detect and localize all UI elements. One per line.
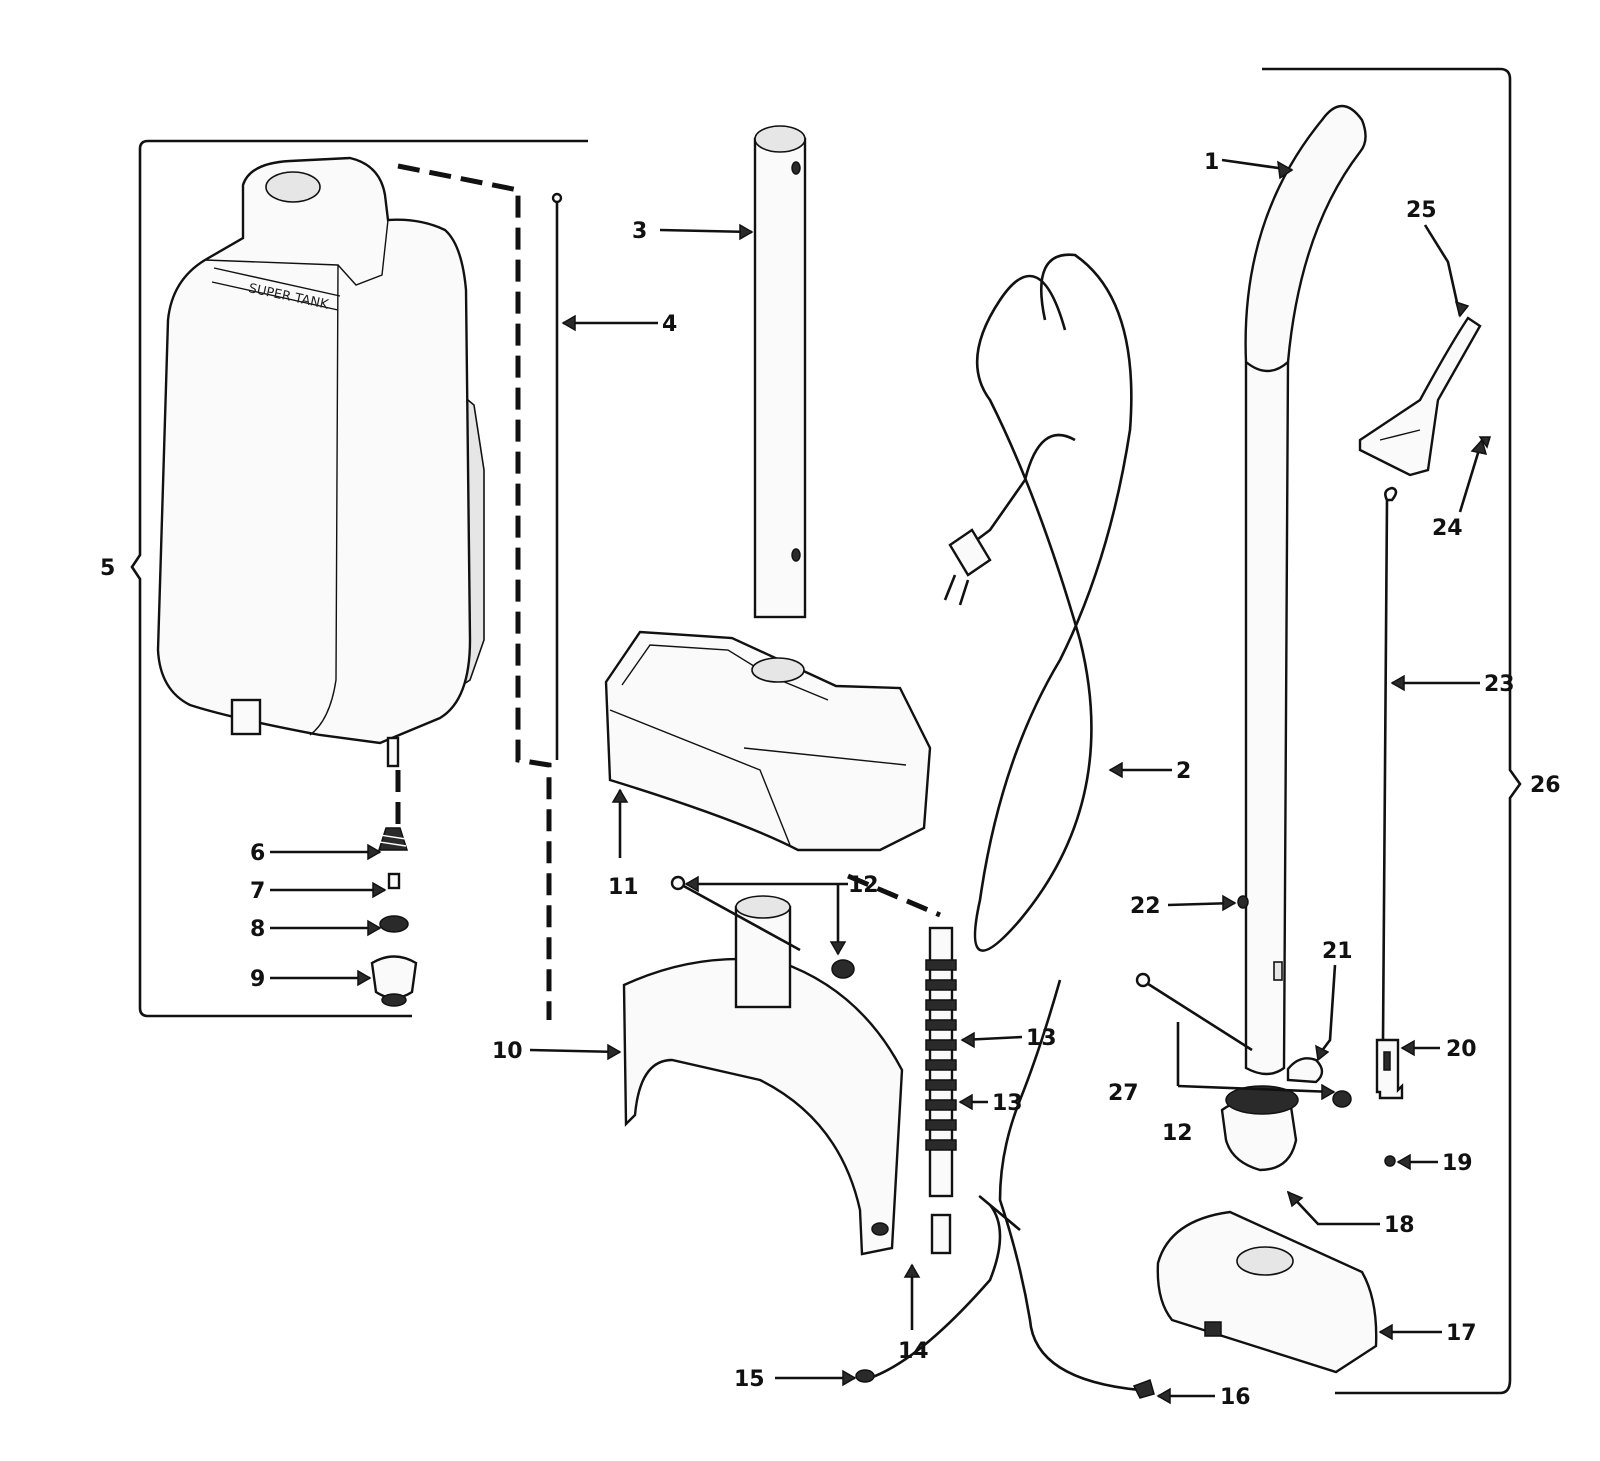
clip-part-21 [1286, 1057, 1324, 1084]
callout-9: 9 [250, 967, 265, 992]
callout-6: 6 [250, 841, 265, 866]
spring-assembly-part-13 [847, 873, 957, 1198]
nut-part-19 [1384, 1155, 1396, 1167]
bracket-group-26 [1262, 67, 1522, 1395]
callout-18: 18 [1384, 1213, 1415, 1238]
callout-4: 4 [662, 312, 677, 337]
pin-part-22 [1237, 895, 1249, 909]
callout-12-right: 12 [1162, 1121, 1193, 1146]
callout-13-upper: 13 [1026, 1026, 1057, 1051]
bolt-part-12-left [670, 875, 855, 979]
callout-11: 11 [608, 875, 639, 900]
callout-16: 16 [1220, 1385, 1251, 1410]
callout-24: 24 [1432, 516, 1463, 541]
callout-15: 15 [734, 1367, 765, 1392]
super-tank-housing: SUPER TANK [156, 156, 485, 768]
latch-bracket-part-20 [1375, 1038, 1404, 1100]
foot-part-17 [1156, 1210, 1378, 1374]
callout-17: 17 [1446, 1321, 1477, 1346]
lower-frame-part-10 [622, 895, 904, 1256]
callout-3: 3 [632, 219, 647, 244]
callout-19: 19 [1442, 1151, 1473, 1176]
callout-1: 1 [1204, 150, 1219, 175]
callout-8: 8 [250, 917, 265, 942]
callout-7: 7 [250, 879, 265, 904]
upper-tube-part-3 [753, 125, 807, 619]
end-cap-part-18 [1220, 1085, 1299, 1172]
callout-13-lower: 13 [992, 1091, 1023, 1116]
tank-valve-stem [386, 736, 400, 768]
valve-washer-part-8 [379, 915, 409, 933]
callout-25: 25 [1406, 198, 1437, 223]
valve-cap-part-9 [370, 955, 418, 1007]
callout-22: 22 [1130, 894, 1161, 919]
handle-bracket-part-11 [604, 630, 932, 852]
leader-arrows [270, 158, 1488, 1405]
valve-spring-part-6 [377, 827, 409, 851]
callout-5: 5 [100, 556, 115, 581]
callout-14: 14 [898, 1339, 929, 1364]
valve-pin-part-7 [387, 872, 401, 890]
callout-26: 26 [1530, 773, 1561, 798]
callout-10: 10 [492, 1039, 523, 1064]
callout-labels: 1 2 3 4 5 6 7 8 9 10 11 12 13 13 14 15 1… [100, 150, 1561, 1410]
callout-21: 21 [1322, 939, 1353, 964]
handle-tube-part-1 [1237, 104, 1367, 1076]
callout-12-left: 12 [848, 873, 879, 898]
pedal-lever-part-25 [1358, 316, 1482, 477]
callout-23: 23 [1484, 672, 1515, 697]
callout-27: 27 [1108, 1081, 1139, 1106]
rod-part-4 [551, 192, 563, 760]
bolt-part-27 [1135, 972, 1352, 1108]
callout-2: 2 [1176, 759, 1191, 784]
power-cord-part-2 [869, 253, 1141, 1392]
ferrule-part-14 [930, 1213, 952, 1255]
terminal-part-16 [1132, 1379, 1155, 1399]
rod-part-23 [1381, 486, 1398, 1041]
callout-20: 20 [1446, 1037, 1477, 1062]
terminal-part-15 [855, 1369, 875, 1383]
tank-tab [230, 698, 262, 736]
bracket-group-5 [130, 139, 588, 1018]
